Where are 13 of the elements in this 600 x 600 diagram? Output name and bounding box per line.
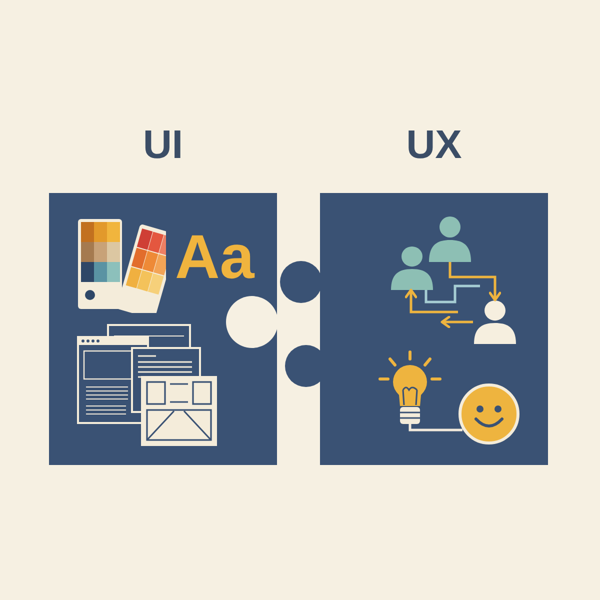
smiley-face-icon: [458, 383, 520, 445]
arrow: [448, 262, 502, 302]
person-icon: [473, 300, 517, 344]
panel-heading: UX: [406, 125, 462, 165]
person-icon: [428, 216, 472, 262]
person-icon: [390, 246, 434, 290]
lightbulb-icon: [378, 350, 442, 424]
panel-heading: UI: [143, 125, 183, 165]
arrow: [404, 288, 458, 314]
arrow: [440, 316, 473, 328]
font-sample-text: Aa: [175, 227, 254, 289]
connector-line: [424, 284, 480, 304]
connector-line: [408, 424, 462, 432]
